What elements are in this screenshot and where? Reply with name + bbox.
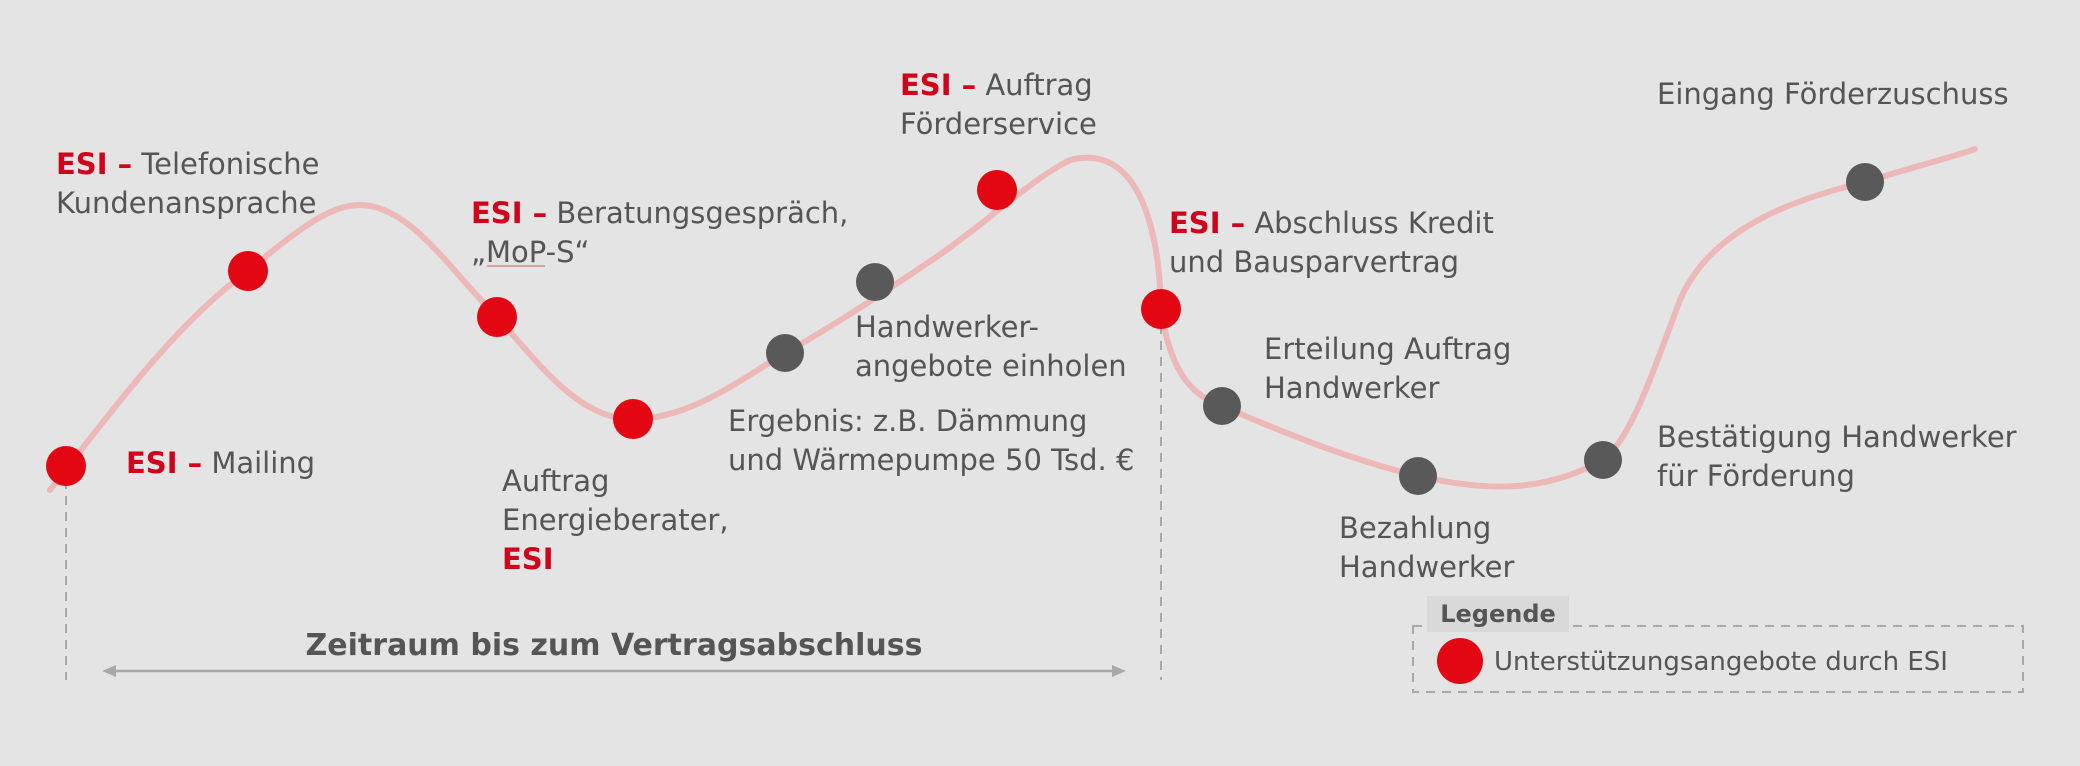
milestone-bestaetigung-dot xyxy=(1584,441,1622,479)
label-handwerker-line1: Handwerker- xyxy=(855,310,1039,344)
label-erteilung: Erteilung Auftrag Handwerker xyxy=(1264,330,1511,408)
label-bestaetigung: Bestätigung Handwerker für Förderung xyxy=(1657,418,2017,496)
label-handwerker-angebote: Handwerker- angebote einholen xyxy=(855,308,1127,386)
label-ergebnis-line1: Ergebnis: z.B. Dämmung xyxy=(728,404,1088,438)
journey-curve xyxy=(47,146,1978,493)
milestone-foerderservice-dot xyxy=(977,170,1017,210)
label-ergebnis-line2: und Wärmepumpe 50 Tsd. € xyxy=(728,443,1135,477)
period-arrow-right-head xyxy=(1112,665,1126,677)
label-eingang-text: Eingang Förderzuschuss xyxy=(1657,77,2009,111)
label-foerderservice-line1: Auftrag xyxy=(985,68,1093,102)
label-erteilung-line2: Handwerker xyxy=(1264,371,1440,405)
legend-esi-dot xyxy=(1437,638,1483,684)
label-energieberater: Auftrag Energieberater, ESI xyxy=(502,462,729,579)
legend-esi-support: Unterstützungsangebote durch ESI xyxy=(1494,647,1948,677)
label-bezahlung: Bezahlung Handwerker xyxy=(1339,509,1514,587)
esi-prefix: ESI – xyxy=(1169,206,1246,240)
esi-prefix: ESI – xyxy=(900,68,977,102)
label-mailing: ESI – Mailing xyxy=(126,444,315,483)
milestone-erteilung-dot xyxy=(1203,387,1241,425)
period-label: Zeitraum bis zum Vertragsabschluss xyxy=(305,628,923,663)
milestone-bezahlung-dot xyxy=(1399,457,1437,495)
label-erteilung-line1: Erteilung Auftrag xyxy=(1264,332,1512,366)
label-energieberater-esi: ESI xyxy=(502,542,554,576)
milestone-eingang-dot xyxy=(1846,163,1884,201)
label-abschluss: ESI – Abschluss Kredit und Bausparvertra… xyxy=(1169,204,1494,282)
label-telefon-line1: Telefonische xyxy=(141,147,320,181)
label-bezahlung-line2: Handwerker xyxy=(1339,550,1515,584)
esi-prefix: ESI – xyxy=(471,196,548,230)
label-beratung: ESI – Beratungsgespräch, „MoP-S“ xyxy=(471,194,848,272)
label-bezahlung-line1: Bezahlung xyxy=(1339,511,1492,545)
label-eingang: Eingang Förderzuschuss xyxy=(1657,75,2009,114)
esi-prefix: ESI – xyxy=(56,147,133,181)
label-energieberater-line1: Auftrag xyxy=(502,464,610,498)
label-beratung-line2: „MoP-S“ xyxy=(471,235,590,269)
label-bestaetigung-line1: Bestätigung Handwerker xyxy=(1657,420,2017,454)
period-arrow-left-head xyxy=(102,665,116,677)
label-ergebnis: Ergebnis: z.B. Dämmung und Wärmepumpe 50… xyxy=(728,402,1134,480)
milestone-abschluss-dot xyxy=(1141,289,1181,329)
milestone-ergebnis-dot xyxy=(766,334,804,372)
milestone-telefon-dot xyxy=(228,251,268,291)
label-handwerker-line2: angebote einholen xyxy=(855,349,1127,383)
label-beratung-line1: Beratungsgespräch, xyxy=(556,196,849,230)
label-bestaetigung-line2: für Förderung xyxy=(1657,459,1855,493)
milestone-handwerker-angebote-dot xyxy=(856,263,894,301)
label-telefon-line2: Kundenansprache xyxy=(56,186,317,220)
esi-prefix: ESI – xyxy=(126,446,203,480)
legend-box xyxy=(1412,625,2024,693)
legend-title: Legende xyxy=(1427,596,1569,632)
label-abschluss-line1: Abschluss Kredit xyxy=(1254,206,1494,240)
milestone-beratung-dot xyxy=(477,297,517,337)
label-telefon: ESI – Telefonische Kundenansprache xyxy=(56,145,320,223)
label-foerderservice-line2: Förderservice xyxy=(900,107,1097,141)
label-energieberater-line2: Energieberater, xyxy=(502,503,729,537)
milestone-mailing-dot xyxy=(46,446,86,486)
label-abschluss-line2: und Bausparvertrag xyxy=(1169,245,1460,279)
label-mailing-text: Mailing xyxy=(211,446,316,480)
milestone-energieberater-dot xyxy=(613,399,653,439)
label-foerderservice: ESI – Auftrag Förderservice xyxy=(900,66,1097,144)
